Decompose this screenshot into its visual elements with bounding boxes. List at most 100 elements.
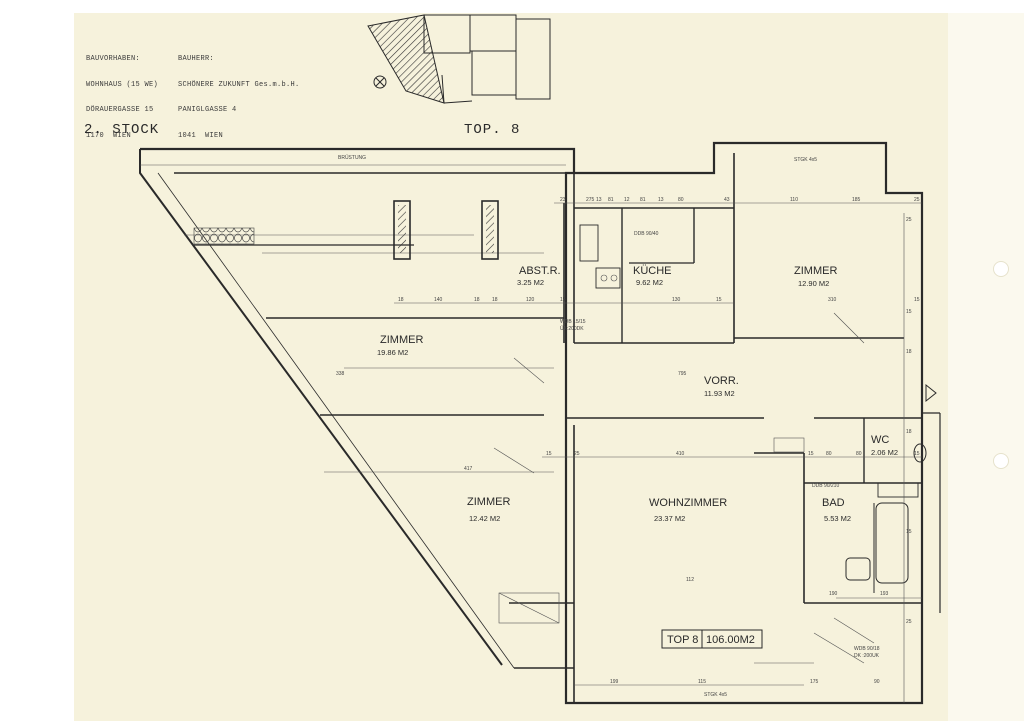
dim-label: 15 <box>914 297 920 303</box>
window-label: WDB 15/15 <box>560 319 586 325</box>
dimension-side: 25 15 18 18 15 25 <box>906 217 912 625</box>
room-zimmer-south: ZIMMER 12.42 M2 <box>467 496 510 523</box>
dim-label: 15 <box>914 451 920 457</box>
dim-label: 15 <box>560 297 566 303</box>
dim-label: 15 <box>546 451 552 457</box>
dim-label: 80 <box>678 197 684 203</box>
dim-label: 795 <box>678 371 687 377</box>
dim-label: 199 <box>610 679 619 685</box>
builder-block: BAUHERR: SCHÖNERE ZUKUNFT Ges.m.b.H. PAN… <box>178 38 300 157</box>
room-name: VORR. <box>704 375 739 387</box>
dim-label: 338 <box>336 371 345 377</box>
dim-label: 18 <box>474 297 480 303</box>
stamp-unit: TOP 8 <box>667 634 698 646</box>
dim-label: 13 <box>596 197 602 203</box>
room-name: BAD <box>822 497 845 509</box>
interior-walls <box>493 153 941 703</box>
dim-label: 43 <box>724 197 730 203</box>
dim-label: 18 <box>492 297 498 303</box>
dim-label: 130 <box>672 297 681 303</box>
project-line: BAUVORHABEN: <box>86 55 141 63</box>
dim-label: 81 <box>640 197 646 203</box>
lintel-label: STGK 4x5 <box>794 157 817 163</box>
site-key-plan <box>367 14 551 104</box>
room-wohnzimmer: WOHNZIMMER 23.37 M2 <box>649 497 727 523</box>
room-abstellraum: ABST.R. 3.25 M2 <box>517 265 561 287</box>
dimension-lower-row: 15 417 25 410 15 80 80 15 <box>464 451 920 472</box>
dim-label: 81 <box>608 197 614 203</box>
room-area: 12.42 M2 <box>469 514 500 523</box>
room-zimmer-east: ZIMMER 12.90 M2 <box>794 265 837 288</box>
project-line: DÖRAUERGASSE 15 <box>86 106 154 114</box>
project-block: BAUVORHABEN: WOHNHAUS (15 WE) DÖRAUERGAS… <box>86 38 158 157</box>
dim-label: 140 <box>434 297 443 303</box>
dim-label: 275 <box>586 197 595 203</box>
dim-label: 90 <box>874 679 880 685</box>
scan-edge <box>948 13 1024 721</box>
dim-label: 25 <box>906 619 912 625</box>
dim-label: 13 <box>658 197 664 203</box>
dim-label: 185 <box>852 197 861 203</box>
binder-hole-bottom <box>993 453 1009 469</box>
stamp-total: 106.00M2 <box>706 634 755 646</box>
builder-line: BAUHERR: <box>178 55 215 63</box>
room-vorraum: VORR. 11.93 M2 <box>704 375 739 398</box>
room-name: ABST.R. <box>519 265 561 277</box>
dimension-mid-row: 18 140 18 18 120 15 130 15 310 15 <box>398 297 920 303</box>
dim-label: 18 <box>398 297 404 303</box>
dim-label: 193 <box>880 591 889 597</box>
plan-annotations: BRÜSTUNG WDB 15/15 ÜK:200DK DDB 90/40 WD… <box>338 154 880 698</box>
dim-label: 15 <box>716 297 722 303</box>
room-kueche: KÜCHE 9.62 M2 <box>633 265 672 287</box>
room-area: 9.62 M2 <box>636 278 663 287</box>
binder-hole-top <box>993 261 1009 277</box>
dim-label: 18 <box>906 349 912 355</box>
room-area: 2.06 M2 <box>871 448 898 457</box>
room-area: 5.53 M2 <box>824 514 851 523</box>
dim-label: 23 <box>560 197 566 203</box>
room-name: WOHNZIMMER <box>649 497 727 509</box>
door-label: DDB 90/210 <box>812 483 839 489</box>
dim-label: 410 <box>676 451 685 457</box>
project-line: WOHNHAUS (15 WE) <box>86 80 159 89</box>
dim-label: 310 <box>828 297 837 303</box>
dim-label: 120 <box>526 297 535 303</box>
dim-label: 18 <box>906 429 912 435</box>
room-name: WC <box>871 434 889 446</box>
room-name: ZIMMER <box>467 496 510 508</box>
room-area: 19.86 M2 <box>377 348 408 357</box>
fixtures <box>498 224 937 624</box>
room-zimmer-west: ZIMMER 19.86 M2 <box>377 334 423 357</box>
room-name: ZIMMER <box>794 265 837 277</box>
balcony-label: BRÜSTUNG <box>338 154 366 161</box>
floor-title: 2. STOCK <box>84 122 160 138</box>
dim-label: 417 <box>464 466 473 472</box>
window-label: ÜK:200DK <box>560 325 584 332</box>
building-outline <box>139 141 924 705</box>
room-area: 3.25 M2 <box>517 278 544 287</box>
unit-title: TOP. 8 <box>464 122 521 138</box>
dimension-misc: 338 795 190 193 <box>336 371 889 597</box>
project-line: 1170 WIEN <box>86 131 132 140</box>
dim-label: 25 <box>914 197 920 203</box>
builder-line: PANIGLGASSE 4 <box>178 106 237 114</box>
dim-label: 12 <box>624 197 630 203</box>
lintel-label: STGK 4x5 <box>704 692 727 698</box>
door-label: DDB 90/40 <box>634 231 659 237</box>
room-bad: BAD 5.53 M2 <box>822 497 851 523</box>
plan-sheet: BAUVORHABEN: WOHNHAUS (15 WE) DÖRAUERGAS… <box>74 13 948 721</box>
room-wc: WC 2.06 M2 <box>871 434 898 457</box>
room-area: 11.93 M2 <box>704 389 735 398</box>
dim-label: 15 <box>906 309 912 315</box>
floor-plan-drawing: 23 275 13 81 12 81 13 80 43 110 185 25 1… <box>139 14 941 705</box>
room-name: ZIMMER <box>380 334 423 346</box>
room-area: 23.37 M2 <box>654 514 685 523</box>
dim-label: 25 <box>906 217 912 223</box>
dimension-top-row: 23 275 13 81 12 81 13 80 43 110 185 25 <box>560 197 920 203</box>
dim-label: 110 <box>790 197 798 203</box>
window-label: DK :200UK <box>854 653 880 659</box>
unit-area-stamp: TOP 8 106.00M2 <box>661 629 763 649</box>
dim-label: 112 <box>686 577 694 583</box>
builder-line: SCHÖNERE ZUKUNFT Ges.m.b.H. <box>178 80 300 89</box>
dim-label: 15 <box>906 529 912 535</box>
